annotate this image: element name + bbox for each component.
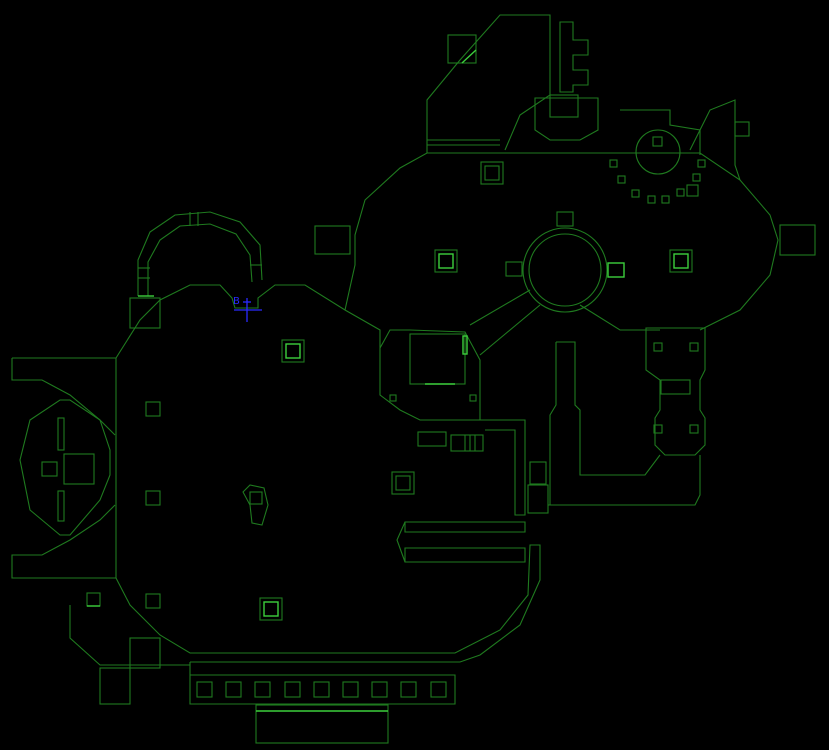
player-marker: B [233, 296, 262, 322]
north-tower [426, 14, 750, 204]
left-wing-room [11, 357, 161, 579]
center-corridors [379, 329, 549, 563]
east-wing [548, 327, 706, 506]
southern-steps [69, 592, 456, 744]
north-hall [314, 152, 816, 356]
arch-corridor [129, 211, 263, 329]
main-hall [115, 284, 541, 663]
player-marker-label: B [233, 296, 240, 307]
